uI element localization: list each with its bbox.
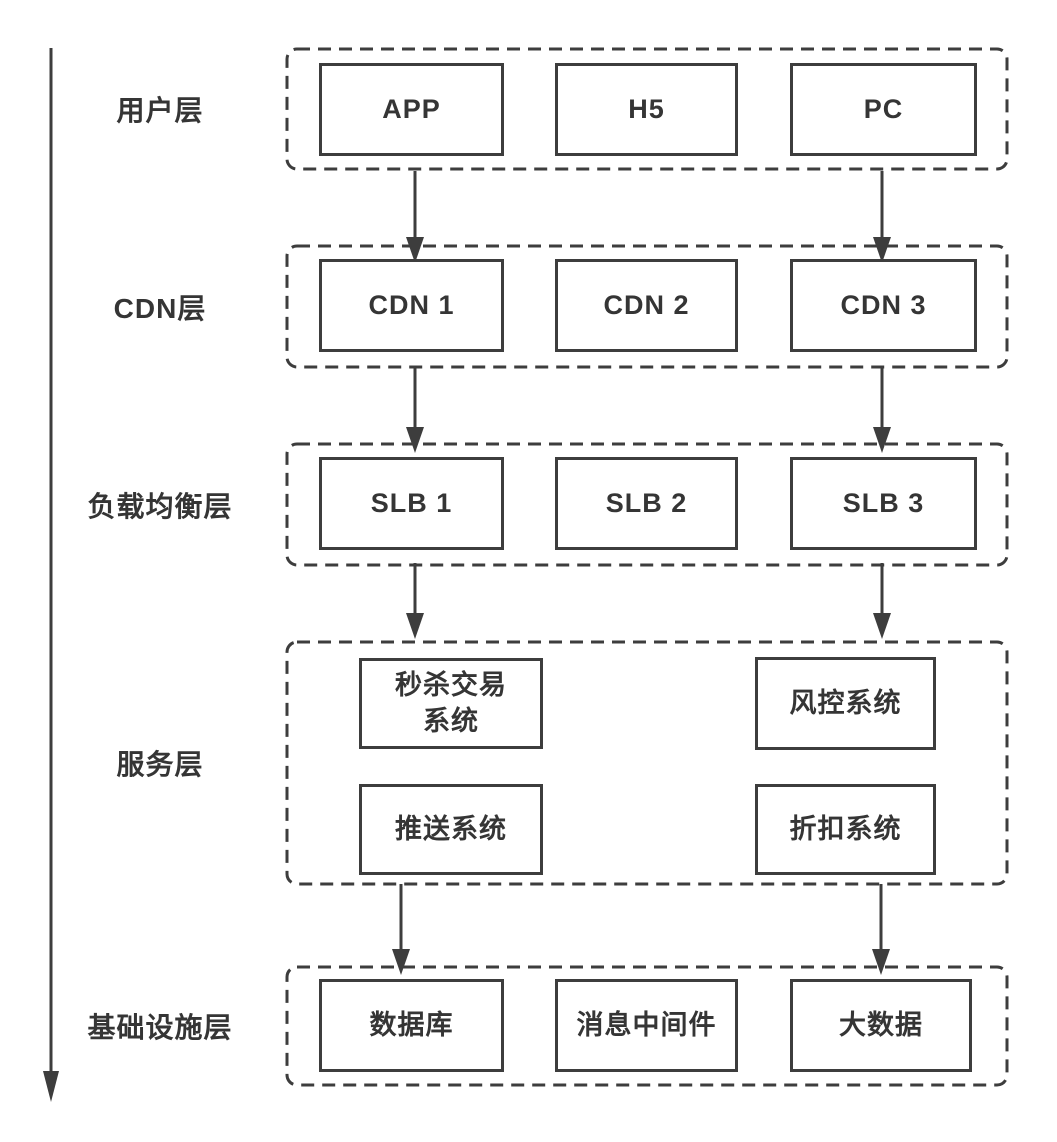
node-seckill-trade-system: 秒杀交易 系统 — [359, 658, 543, 749]
node-database: 数据库 — [319, 979, 504, 1072]
node-cdn1: CDN 1 — [319, 259, 504, 352]
arrowhead-slb3-to-service — [873, 613, 891, 639]
node-h5: H5 — [555, 63, 738, 156]
node-push-system: 推送系统 — [359, 784, 543, 875]
node-slb2: SLB 2 — [555, 457, 738, 550]
layer-label-service: 服务层 — [116, 749, 204, 780]
node-message-middleware: 消息中间件 — [555, 979, 738, 1072]
arrowhead-service-to-bigdata — [872, 949, 890, 975]
flow-direction-arrowhead — [43, 1071, 59, 1102]
layer-label-slb: 负载均衡层 — [87, 490, 233, 522]
layer-container-service — [285, 640, 1009, 886]
arrowhead-pc-to-cdn3 — [873, 237, 891, 263]
layer-container-slb — [285, 442, 1009, 567]
arrowhead-service-to-db — [392, 949, 410, 975]
layer-label-infra: 基础设施层 — [87, 1012, 233, 1043]
layer-label-cdn: CDN层 — [113, 292, 207, 324]
arrowhead-cdn3-to-slb3 — [873, 427, 891, 453]
layer-container-cdn — [285, 244, 1009, 369]
node-cdn3: CDN 3 — [790, 259, 977, 352]
layer-label-user: 用户层 — [116, 95, 204, 126]
layer-container-infra — [285, 965, 1009, 1087]
arrowhead-app-to-cdn1 — [406, 237, 424, 263]
arrowhead-slb1-to-service — [406, 613, 424, 639]
node-risk-control-system: 风控系统 — [755, 657, 936, 750]
node-app: APP — [319, 63, 504, 156]
arrowhead-cdn1-to-slb1 — [406, 427, 424, 453]
node-pc: PC — [790, 63, 977, 156]
node-slb1: SLB 1 — [319, 457, 504, 550]
node-discount-system: 折扣系统 — [755, 784, 936, 875]
node-slb3: SLB 3 — [790, 457, 977, 550]
node-cdn2: CDN 2 — [555, 259, 738, 352]
layer-container-user — [285, 47, 1009, 171]
node-bigdata: 大数据 — [790, 979, 972, 1072]
